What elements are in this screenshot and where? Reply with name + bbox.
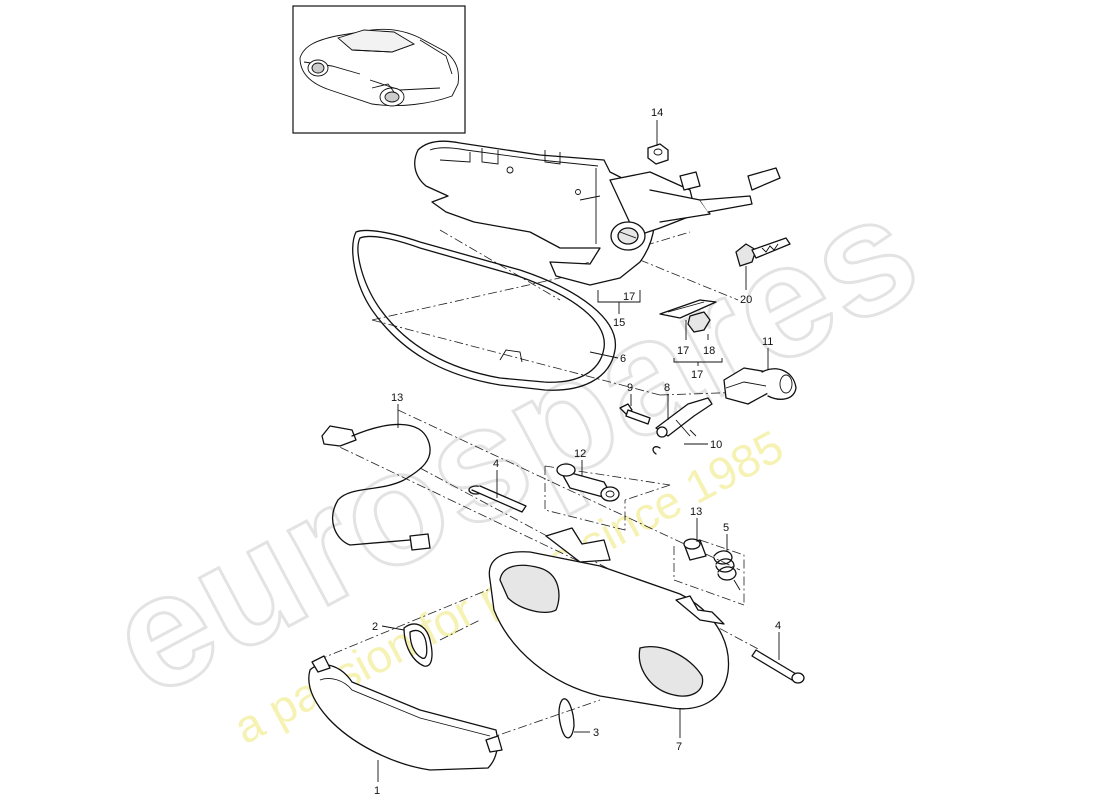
key-blade-and-cap xyxy=(659,299,717,333)
watermark-brand: eurospares xyxy=(82,158,945,730)
callout-5: 5 xyxy=(723,522,729,534)
nut xyxy=(647,143,669,165)
retaining-clip xyxy=(652,446,661,455)
callout-18: 17 xyxy=(677,345,689,357)
hinge-pin-upper xyxy=(468,485,527,513)
callout-14: 13 xyxy=(690,506,702,518)
key xyxy=(735,237,791,267)
lock-cylinder xyxy=(609,167,781,251)
roller xyxy=(683,538,707,561)
callout-2: 2 xyxy=(372,621,378,633)
callout-3: 3 xyxy=(593,727,599,739)
callout-4-upper: 4 xyxy=(493,458,499,470)
callout-6: 7 xyxy=(676,741,682,753)
callout-10: 10 xyxy=(710,439,722,451)
return-spring xyxy=(713,550,741,591)
callout-16: 14 xyxy=(651,107,663,119)
hinge-pin-lower xyxy=(751,649,805,684)
callout-8: 8 xyxy=(664,382,670,394)
pawl-lever xyxy=(655,397,713,438)
callouts: 14 17 15 20 17 18 17 6 11 9 8 10 xyxy=(372,107,781,797)
bolt-small xyxy=(619,403,651,425)
callout-11: 11 xyxy=(762,336,773,348)
outer-grip xyxy=(308,655,503,771)
handle-housing xyxy=(488,527,730,710)
callout-4-lower: 4 xyxy=(775,620,781,632)
door-handle-carrier xyxy=(414,140,656,286)
callout-13: 13 xyxy=(391,392,403,404)
seal xyxy=(558,698,575,739)
callout-17b: 17 xyxy=(691,369,703,381)
callout-9: 9 xyxy=(627,382,633,394)
callout-15: 15 xyxy=(613,317,625,329)
callout-12: 12 xyxy=(574,448,586,460)
handle-gasket xyxy=(352,229,616,391)
watermark: eurospares a passion for parts since 198… xyxy=(80,156,946,754)
callout-7: 6 xyxy=(620,353,626,365)
handle-cap-ring xyxy=(403,623,433,667)
vehicle-thumbnail xyxy=(292,5,466,134)
callout-17a: 17 xyxy=(623,291,635,303)
callout-1: 1 xyxy=(374,785,380,797)
micro-switch xyxy=(723,367,797,405)
callout-20: 20 xyxy=(740,294,752,306)
antenna-cable xyxy=(321,423,431,551)
bushing xyxy=(556,463,620,502)
callout-19: 18 xyxy=(703,345,715,357)
